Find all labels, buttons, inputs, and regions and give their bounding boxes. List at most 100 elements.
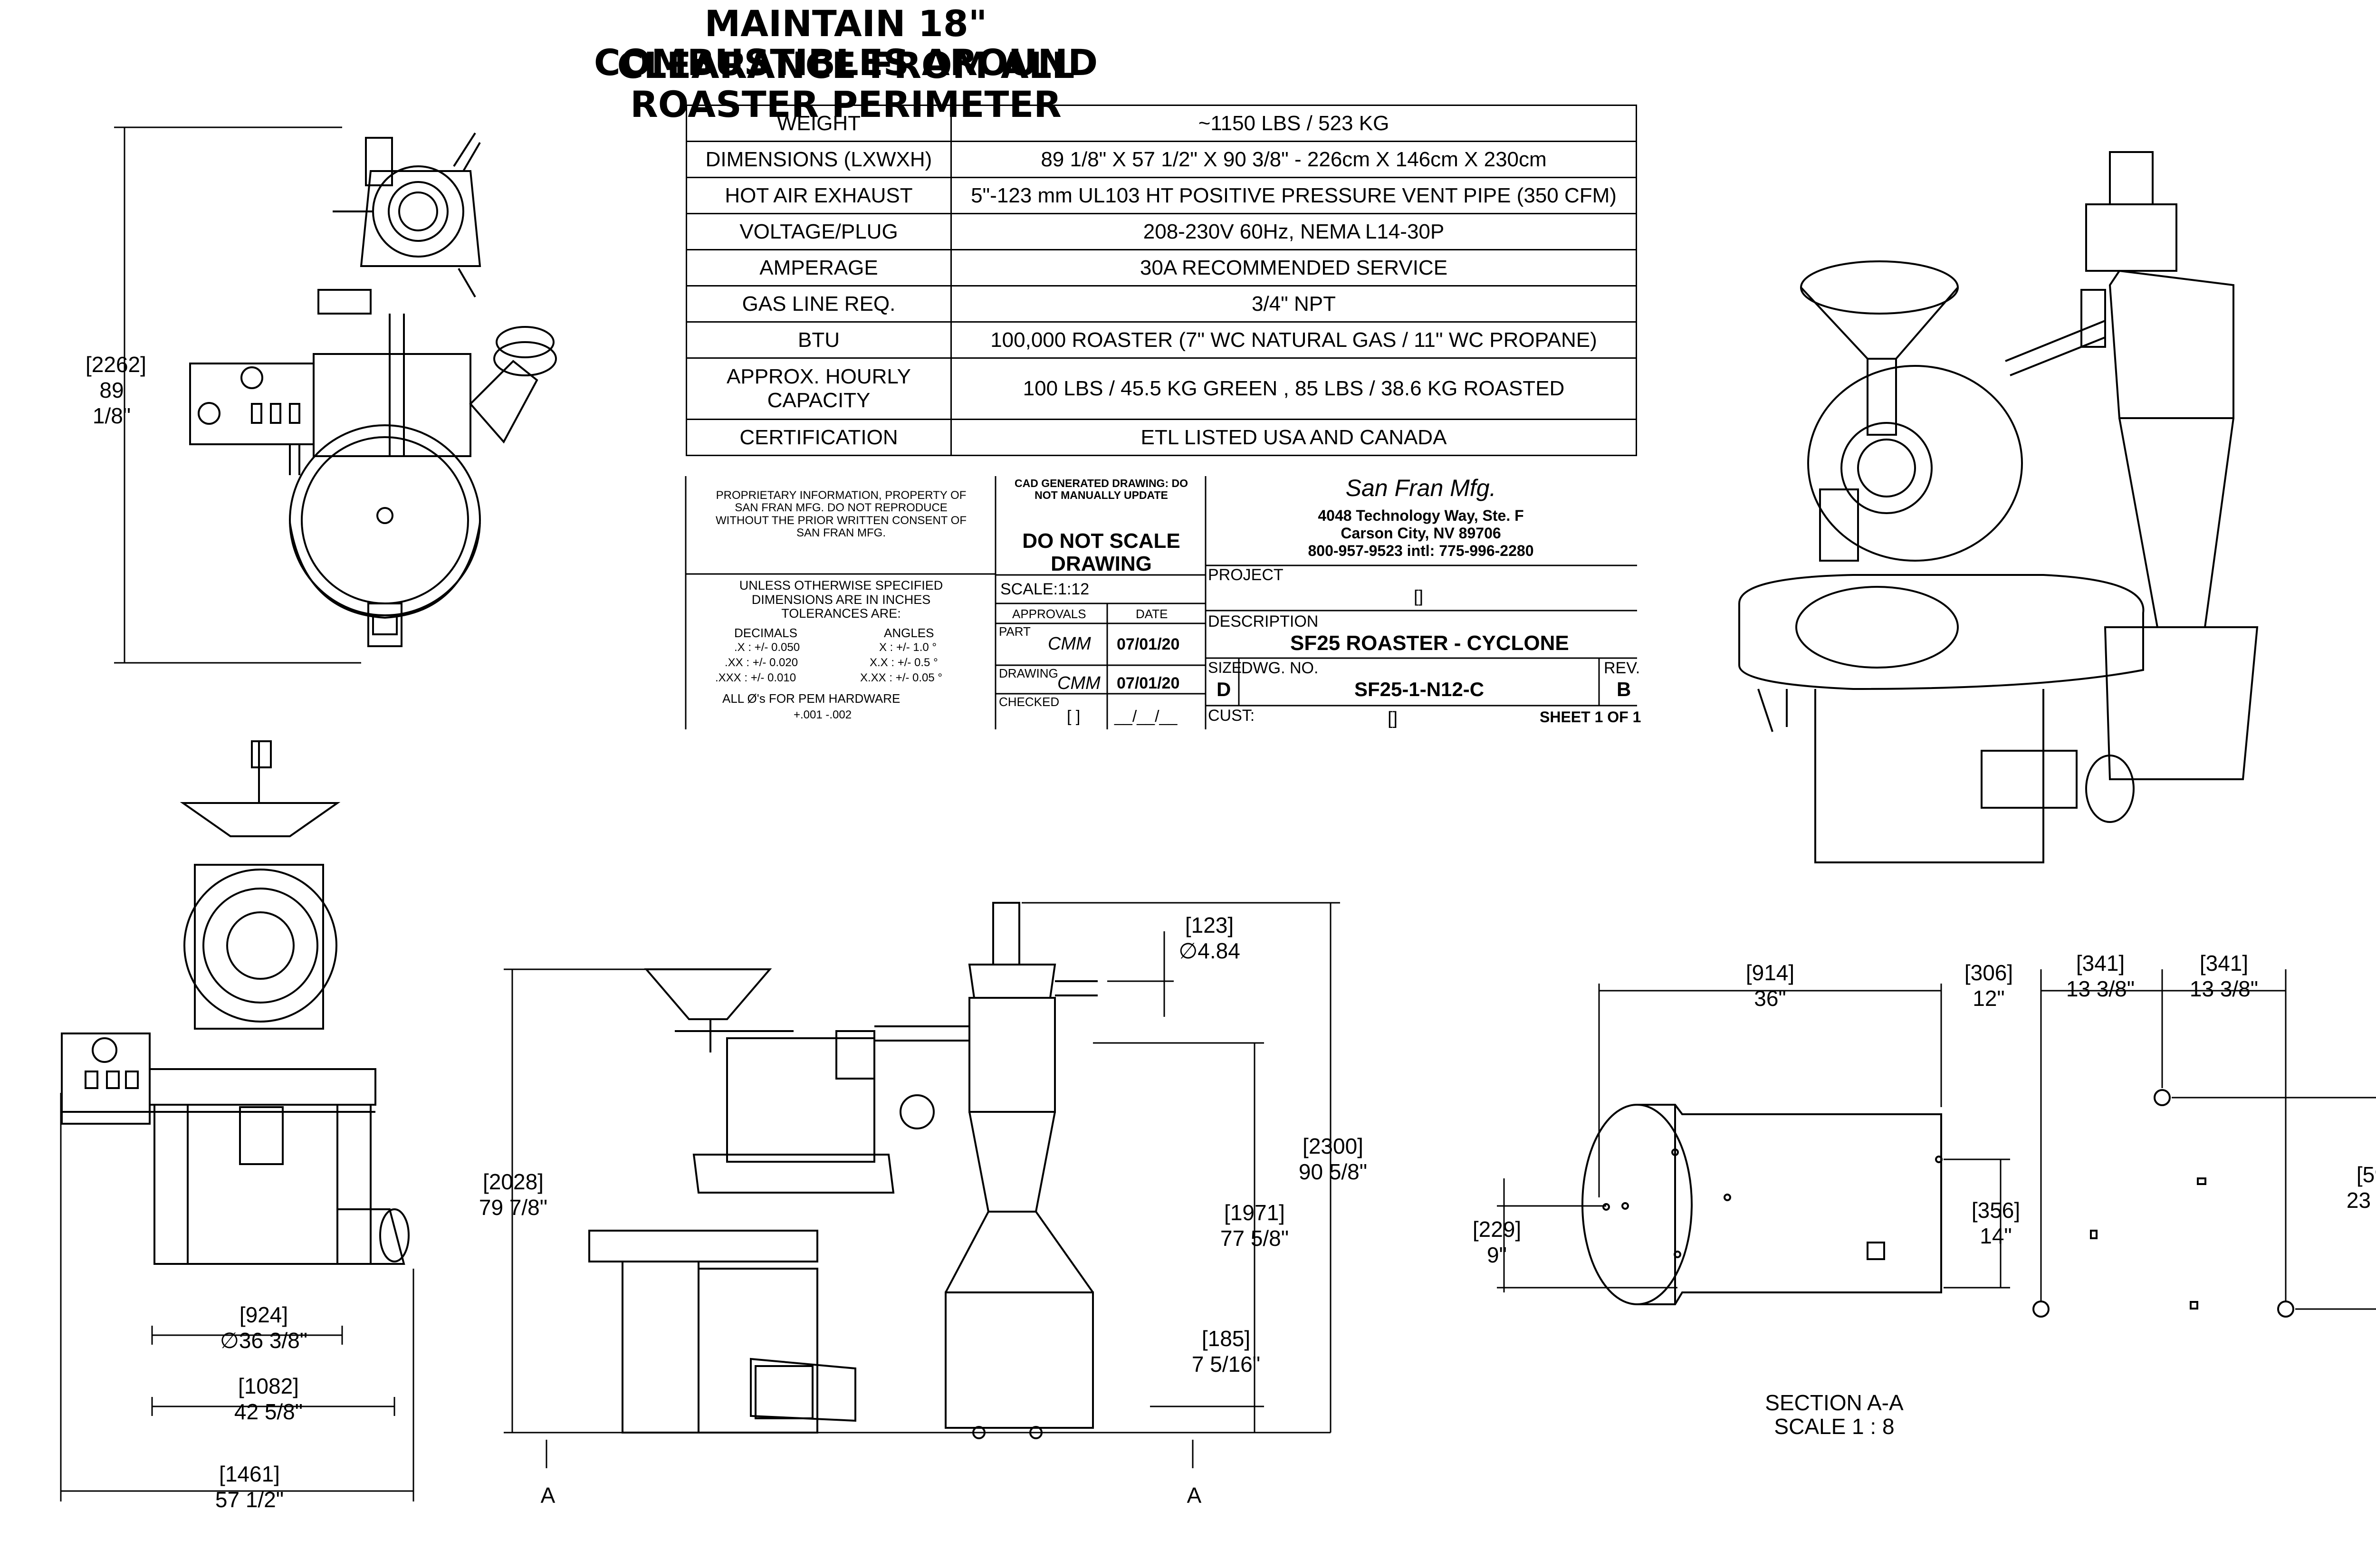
dim-in: ∅36 3/8" [220, 1328, 308, 1353]
project-label: PROJECT [1208, 566, 1284, 584]
dim-mm: [924] [239, 1302, 288, 1327]
spec-value: ETL LISTED USA AND CANADA [950, 419, 1637, 456]
company-phone: 800-957-9523 intl: 775-996-2280 [1308, 542, 1534, 559]
cad-generated-note: CAD GENERATED DRAWING: DO NOT MANUALLY U… [1014, 477, 1188, 502]
section-marker-right: A [1187, 1483, 1202, 1508]
clearance-warning-line-1: MAINTAIN 18" CLEARANCE FROM ALL [617, 2, 1075, 86]
checked-initials: [ ] [1067, 708, 1081, 726]
part-initials: CMM [1048, 634, 1091, 654]
dim-mm: [306] [1964, 960, 2013, 985]
tolerance-decimal: .X : +/- 0.050 [734, 641, 800, 654]
dim-in: 7 5/16" [1191, 1352, 1261, 1377]
dim-in: ∅4.84 [1178, 938, 1240, 963]
dim-in: 89 1/8" [92, 378, 131, 428]
front-view-drawing [61, 740, 410, 1265]
company-name: San Fran Mfg. [1345, 475, 1496, 501]
spec-label: AMPERAGE [686, 249, 952, 287]
dim-in: 14" [1980, 1224, 2012, 1248]
tolerance-decimal: .XXX : +/- 0.010 [715, 671, 796, 684]
side-view-drawing [588, 902, 1098, 1439]
dim-in: 90 5/8" [1298, 1159, 1368, 1184]
dim-in: 12" [1973, 986, 2005, 1011]
dim-in: 13 3/8" [2066, 976, 2135, 1001]
approvals-label: APPROVALS [1012, 607, 1086, 621]
dim-side-2028: [2028] 79 7/8" [478, 1169, 549, 1220]
spec-label: VOLTAGE/PLUG [686, 213, 952, 250]
dim-in: 36" [1754, 986, 1786, 1011]
part-label: PART [999, 624, 1031, 639]
dim-section-914: [914] 36" [1742, 960, 1799, 1011]
spec-row-dimensions: DIMENSIONS (LXWXH)89 1/8" X 57 1/2" X 90… [686, 141, 1637, 178]
dim-in: 42 5/8" [234, 1399, 303, 1424]
spec-row-weight: WEIGHT~1150 LBS / 523 KG [686, 105, 1637, 142]
spec-value: 3/4" NPT [950, 285, 1637, 323]
dim-in: 23 1/4" [2346, 1188, 2376, 1213]
dwg-no-label: DWG. NO. [1241, 659, 1319, 677]
spec-value: ~1150 LBS / 523 KG [950, 105, 1637, 142]
dim-mm: [2028] [483, 1169, 544, 1194]
dim-mm: [1461] [219, 1462, 280, 1486]
dim-section-591: [591] 23 1/4" [2345, 1162, 2376, 1213]
dim-section-356: [356] 14" [1967, 1197, 2024, 1249]
cust-label: CUST: [1208, 707, 1255, 725]
dim-side-1971: [1971] 77 5/8" [1217, 1200, 1293, 1251]
spec-table: WEIGHT~1150 LBS / 523 KG DIMENSIONS (LXW… [686, 105, 1637, 456]
proprietary-notice: PROPRIETARY INFORMATION, PROPERTY OF SAN… [716, 489, 967, 540]
decimals-label: DECIMALS [734, 626, 797, 640]
dimension-lines [60, 126, 2376, 1501]
spec-value: 89 1/8" X 57 1/2" X 90 3/8" - 226cm X 14… [950, 141, 1637, 178]
dim-mm: [341] [2076, 951, 2125, 975]
tolerance-decimal: .XX : +/- 0.020 [725, 656, 798, 669]
dim-mm: [591] [2356, 1162, 2376, 1187]
angles-label: ANGLES [884, 626, 934, 640]
sheet-number: SHEET 1 OF 1 [1540, 708, 1641, 726]
dim-mm: [1082] [238, 1374, 299, 1398]
dwg-no-value: SF25-1-N12-C [1354, 678, 1485, 700]
dim-mm: [2300] [1303, 1134, 1363, 1158]
dim-side-185: [185] 7 5/16" [1183, 1326, 1269, 1377]
size-label: SIZE [1208, 659, 1242, 676]
spec-label: BTU [686, 321, 952, 359]
rev-value: B [1617, 678, 1631, 700]
spec-value: 30A RECOMMENDED SERVICE [950, 249, 1637, 287]
checked-date: __/__/__ [1114, 708, 1178, 726]
section-title: SECTION A-A [1765, 1390, 1904, 1415]
dim-section-341-right: [341] 13 3/8" [2188, 950, 2260, 1002]
dim-mm: [2262] [86, 352, 146, 377]
spec-row-gas: GAS LINE REQ.3/4" NPT [686, 285, 1637, 323]
description-label: DESCRIPTION [1208, 612, 1319, 631]
dim-section-341-left: [341] 13 3/8" [2065, 950, 2136, 1002]
dim-mm: [341] [2199, 951, 2249, 975]
dim-in: 13 3/8" [2189, 976, 2259, 1001]
section-marker-left: A [540, 1483, 556, 1508]
dim-in: 77 5/8" [1220, 1226, 1289, 1251]
spec-label: CERTIFICATION [686, 419, 952, 456]
dim-mm: [356] [1971, 1198, 2021, 1223]
pem-tolerance: +.001 -.002 [794, 708, 852, 721]
drawing-label: DRAWING [999, 666, 1058, 680]
top-view-drawing [189, 132, 557, 647]
dim-mm: [123] [1185, 913, 1234, 937]
dim-drum-diameter: [924] ∅36 3/8" [219, 1302, 309, 1353]
tolerance-angle: X : +/- 1.0 ° [879, 641, 937, 654]
rev-label: REV. [1604, 659, 1640, 677]
spec-value: 100,000 ROASTER (7" WC NATURAL GAS / 11"… [950, 321, 1637, 359]
tolerance-title: UNLESS OTHERWISE SPECIFIED DIMENSIONS AR… [739, 578, 943, 621]
do-not-scale-note: DO NOT SCALE DRAWING [1022, 529, 1180, 575]
spec-label: HOT AIR EXHAUST [686, 177, 952, 214]
drawing-date: 07/01/20 [1117, 674, 1180, 692]
dim-in: 79 7/8" [479, 1195, 548, 1220]
section-view-drawing [1581, 1089, 2294, 1318]
dim-front-width-1082: [1082] 42 5/8" [228, 1373, 309, 1425]
date-header: DATE [1136, 607, 1168, 621]
dim-mm: [185] [1201, 1326, 1251, 1351]
dim-in: 9" [1487, 1243, 1507, 1267]
dim-exhaust-diameter: [123] ∅4.84 [1174, 912, 1245, 964]
scale-label: SCALE:1:12 [1000, 580, 1090, 598]
isometric-view-drawing [1738, 151, 2259, 863]
dim-mm: [914] [1745, 960, 1795, 985]
